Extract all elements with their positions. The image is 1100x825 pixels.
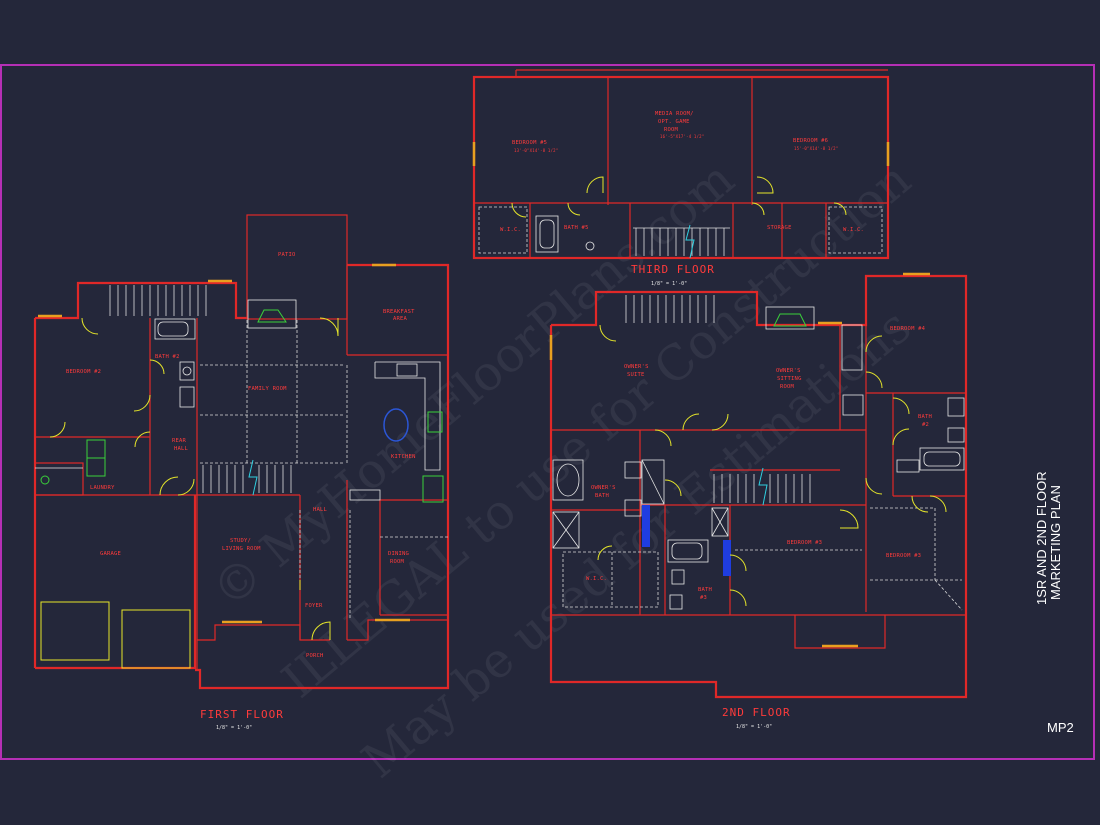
first-bedroom2-label: BEDROOM #2 — [66, 369, 101, 375]
third-bath5: BATH #5 — [564, 225, 589, 231]
third-bedroom5-label: BEDROOM #5 — [512, 140, 547, 146]
sheet-border — [0, 64, 1095, 760]
third-media-dim: 16'-5"X17'-4 1/2" — [660, 134, 704, 139]
first-bath2-label: BATH #2 — [155, 354, 180, 360]
first-breakfast-label-2: AREA — [393, 316, 408, 322]
sheet-title-line1: 1SR AND 2ND FLOOR — [1034, 471, 1049, 605]
third-bedroom6-dim: 15'-0"X14'-8 1/2" — [794, 146, 838, 151]
first-laundry-label: LAUNDRY — [90, 485, 115, 491]
first-dining-label-1: DINING — [388, 551, 409, 557]
second-sitting-2: SITTING — [777, 376, 802, 382]
second-floor-plan: OWNER'S SUITE OWNER'S SITTING ROOM BEDRO… — [549, 272, 968, 730]
second-bedroom4: BEDROOM #4 — [890, 326, 926, 332]
second-owners-bath-1: OWNER'S — [591, 485, 616, 491]
second-owners-suite-2: SUITE — [627, 372, 645, 378]
third-wic-left: W.I.C. — [500, 227, 521, 233]
third-bedroom5-dim: 13'-0"X14'-8 1/2" — [514, 148, 558, 153]
second-owners-bath-2: BATH — [595, 493, 609, 499]
second-bedroom3a: BEDROOM #3 — [787, 540, 822, 546]
third-media-label-3: ROOM — [664, 127, 679, 133]
first-rearhall-label-1: REAR — [172, 438, 187, 444]
third-media-label-2: OPT. GAME — [658, 119, 690, 125]
sheet-number: MP2 — [1047, 720, 1074, 735]
second-bedroom3b: BEDROOM #3 — [886, 553, 921, 559]
first-patio-label: PATIO — [278, 252, 296, 258]
second-bath3-2: #3 — [700, 595, 707, 601]
second-sitting-3: ROOM — [780, 384, 795, 390]
first-breakfast-label-1: BREAKFAST — [383, 309, 415, 315]
second-floor-title: 2ND FLOOR — [722, 706, 791, 719]
first-porch-label: PORCH — [306, 653, 324, 659]
second-owners-suite-1: OWNER'S — [624, 364, 649, 370]
first-dining-label-2: ROOM — [390, 559, 405, 565]
first-kitchen-label: KITCHEN — [391, 454, 416, 460]
third-media-label-1: MEDIA ROOM/ — [655, 111, 694, 117]
third-wic-right: W.I.C. — [843, 227, 864, 233]
third-storage: STORAGE — [767, 225, 792, 231]
first-garage-label: GARAGE — [100, 551, 121, 557]
first-family-label: FAMILY ROOM — [248, 386, 287, 392]
third-floor-scale: 1/8" = 1'-0" — [651, 281, 687, 287]
third-bedroom6-label: BEDROOM #6 — [793, 138, 828, 144]
first-hall-label: HALL — [313, 507, 328, 513]
first-study-label-1: STUDY/ — [230, 538, 251, 544]
first-floor-plan: PATIO BREAKFAST AREA BEDROOM #2 BATH #2 … — [33, 214, 450, 731]
first-foyer-label: FOYER — [305, 603, 323, 609]
third-floor-plan: BEDROOM #5 13'-0"X14'-8 1/2" MEDIA ROOM/… — [472, 69, 890, 287]
second-wic: W.I.C. — [586, 576, 607, 582]
first-rearhall-label-2: HALL — [174, 446, 189, 452]
second-sitting-1: OWNER'S — [776, 368, 801, 374]
second-floor-scale: 1/8" = 1'-0" — [736, 724, 772, 730]
second-bath3-1: BATH — [698, 587, 712, 593]
sheet-title-line2: MARKETING PLAN — [1048, 485, 1063, 600]
sheet-title-block: 1SR AND 2ND FLOOR MARKETING PLAN MP2 — [1034, 471, 1074, 735]
first-floor-scale: 1/8" = 1'-0" — [216, 725, 252, 731]
second-bath2-2: #2 — [922, 422, 929, 428]
first-study-label-2: LIVING ROOM — [222, 546, 261, 552]
second-bath2-1: BATH — [918, 414, 932, 420]
third-floor-title: THIRD FLOOR — [631, 263, 715, 276]
first-floor-title: FIRST FLOOR — [200, 708, 284, 721]
